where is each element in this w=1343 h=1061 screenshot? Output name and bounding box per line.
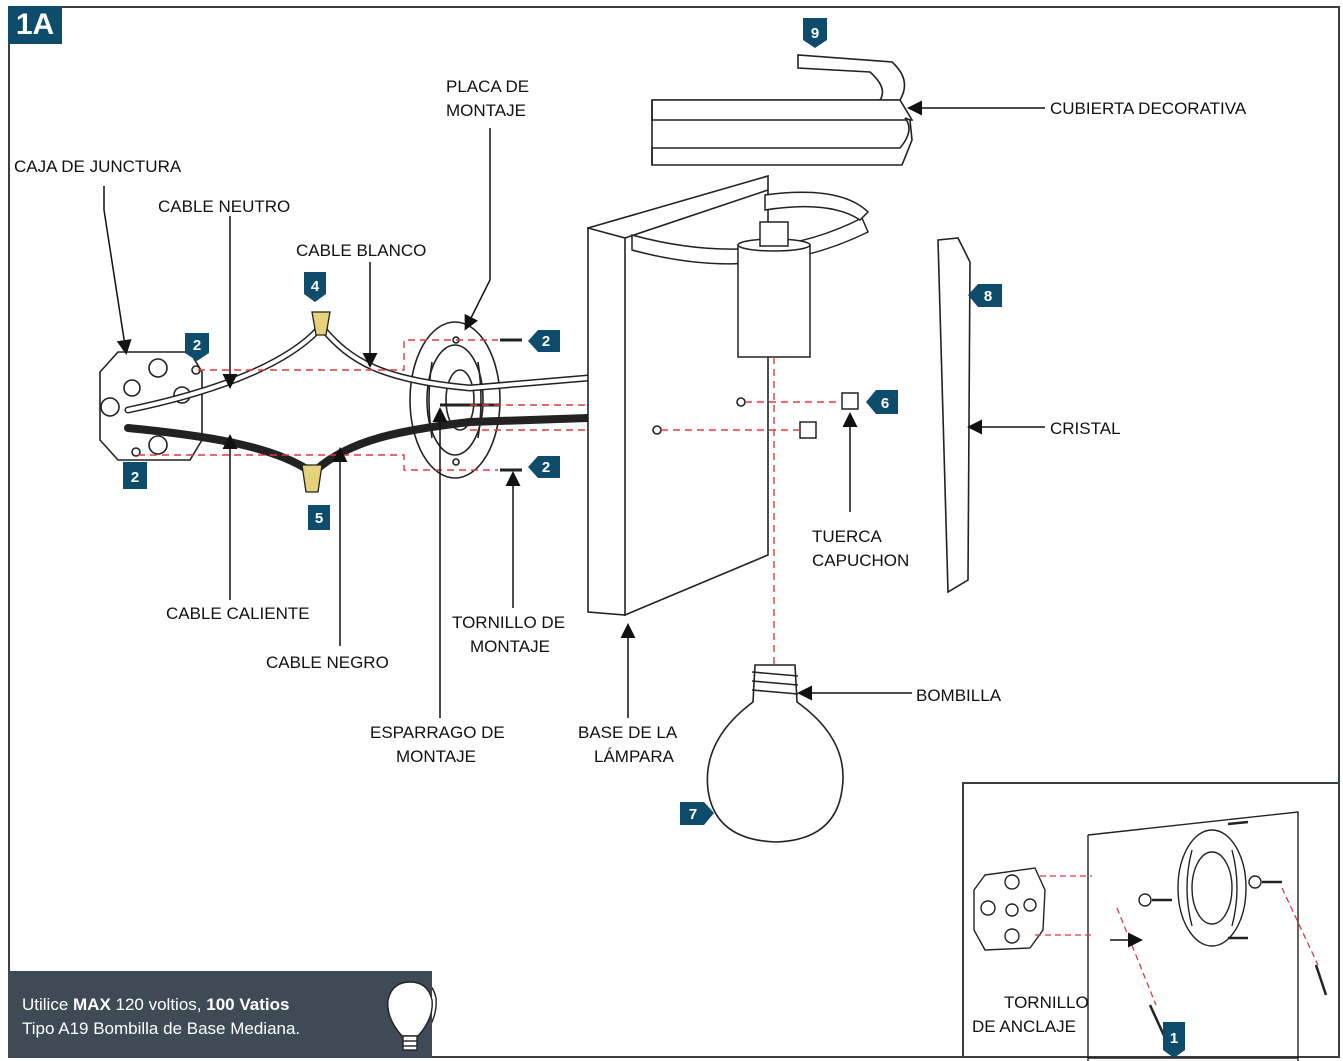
alignment-guides — [138, 339, 842, 665]
label-mounting-plate-2: MONTAJE — [446, 101, 526, 120]
step-badge-7-shape — [680, 802, 714, 825]
step-badge-4-shape — [304, 272, 326, 302]
note-line-1: Utilice MAX 120 voltios, 100 Vatios — [22, 995, 290, 1014]
wattage-note: Utilice MAX 120 voltios, 100 Vatios Tipo… — [8, 971, 432, 1058]
label-black-wire: CABLE NEGRO — [266, 653, 389, 672]
label-mounting-plate-1: PLACA DE — [446, 77, 530, 96]
label-lamp-base-1: BASE DE LA — [578, 723, 678, 742]
label-mounting-stud-2: MONTAJE — [396, 747, 476, 766]
step-badge-2a: 2 — [193, 337, 201, 354]
label-neutral-wire: CABLE NEUTRO — [158, 197, 291, 216]
step-badge-8-shape — [968, 284, 1002, 307]
label-mounting-screw-1: TORNILLO DE — [452, 613, 566, 632]
cap-nut-upper — [841, 392, 859, 410]
figure-id-badge: 1A — [8, 6, 62, 44]
step-badge-2c: 2 — [542, 333, 550, 350]
step-badge-5-shape — [308, 505, 330, 530]
step-badge-2d: 2 — [542, 459, 550, 476]
note-line-2: Tipo A19 Bombilla de Base Mediana. — [22, 1019, 301, 1038]
wire-nut-bottom — [301, 464, 323, 493]
step-badge-5: 5 — [315, 510, 323, 527]
label-anchor-screw-2: DE ANCLAJE — [972, 1017, 1076, 1036]
step-badge-6-shape — [866, 390, 898, 414]
label-lamp-base-2: LÁMPARA — [594, 747, 674, 766]
label-anchor-screw-1: TORNILLO — [1004, 993, 1089, 1012]
step-badge-1-shape — [1163, 1022, 1185, 1058]
step-badge-2c-shape — [528, 330, 560, 352]
step-badge-1: 1 — [1170, 1030, 1178, 1047]
step-badge-2a-shape — [185, 333, 209, 361]
socket-arm — [631, 191, 870, 358]
step-badge-8: 8 — [984, 288, 992, 305]
mounting-plate — [409, 321, 501, 479]
figure-frame — [8, 6, 1340, 1058]
lamp-base — [587, 174, 769, 617]
step-badge-9: 9 — [811, 25, 819, 42]
label-mounting-stud-1: ESPARRAGO DE — [370, 723, 505, 742]
leader-arrows — [103, 100, 1078, 941]
step-badge-9-shape — [803, 18, 827, 48]
label-mounting-screw-2: MONTAJE — [470, 637, 550, 656]
decorative-cover — [651, 54, 914, 166]
junction-box — [99, 351, 203, 461]
label-glass: CRISTAL — [1050, 419, 1121, 438]
step-badge-2d-shape — [528, 456, 560, 478]
step-badge-2b-shape — [123, 462, 147, 489]
label-bulb: BOMBILLA — [916, 686, 1002, 705]
step-badge-7: 7 — [689, 806, 697, 823]
label-junction-box: CAJA DE JUNCTURA — [14, 157, 182, 176]
step-badge-2b: 2 — [131, 469, 139, 486]
label-decorative-cover: CUBIERTA DECORATIVA — [1050, 99, 1247, 118]
bulb — [706, 664, 844, 843]
step-badge-4: 4 — [311, 278, 320, 295]
wire-nut-top — [311, 311, 331, 336]
label-cap-nut-1: TUERCA — [812, 527, 882, 546]
label-cap-nut-2: CAPUCHON — [812, 551, 910, 570]
label-white-wire: CABLE BLANCO — [296, 241, 427, 260]
label-hot-wire: CABLE CALIENTE — [166, 604, 310, 623]
step-badge-6: 6 — [881, 395, 889, 412]
